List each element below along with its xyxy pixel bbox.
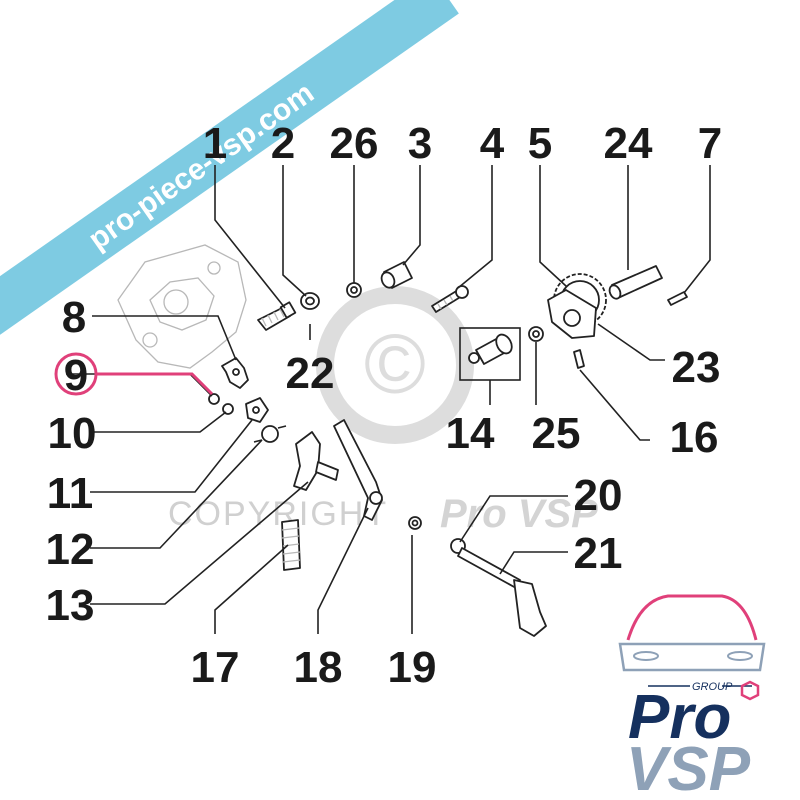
part-13-fork	[293, 431, 339, 491]
label-4: 4	[480, 119, 505, 168]
watermark-brand: Pro VSP	[440, 492, 598, 536]
label-12: 12	[46, 525, 95, 574]
logo-vsp: VSP	[626, 735, 751, 800]
part-19-washer	[408, 516, 422, 530]
logo-headlight-right	[727, 651, 753, 661]
ghost-housing	[117, 244, 247, 369]
part-11-lever	[245, 397, 269, 423]
label-2: 2	[271, 119, 295, 168]
copyright-symbol: ©	[364, 317, 426, 411]
label-25: 25	[532, 409, 581, 458]
highlight-marker-9	[54, 352, 214, 396]
part-25-washer	[528, 326, 544, 342]
part-1-stud	[257, 301, 297, 331]
part-18-arm	[333, 419, 383, 521]
part-3-sleeve	[380, 261, 413, 289]
part-17-spring	[281, 519, 301, 571]
part-20-21-selector	[450, 538, 547, 637]
logo-headlight-left	[633, 651, 659, 661]
logo-car-body	[618, 642, 766, 672]
label-22: 22	[286, 349, 335, 398]
copyright-text: COPYRIGHT	[168, 495, 388, 533]
part-7-pin	[667, 291, 688, 306]
label-5: 5	[528, 119, 552, 168]
label-13: 13	[46, 581, 95, 630]
provsp-logo: GROUP Pro VSP	[618, 594, 766, 800]
part-24-shaft	[608, 265, 663, 300]
part-26-nut	[346, 282, 362, 298]
label-9: 9	[64, 351, 88, 400]
logo-hex-icon	[740, 680, 760, 701]
label-8: 8	[62, 293, 86, 342]
label-1: 1	[203, 119, 227, 168]
label-20: 20	[574, 471, 623, 520]
part-2-bushing	[300, 292, 320, 310]
label-24: 24	[604, 119, 653, 168]
label-19: 19	[388, 643, 437, 692]
logo-group: GROUP	[692, 681, 733, 693]
logo-pro: Pro	[628, 683, 731, 752]
part-labels: 1 2 26 3 4 5 24 7 8 9 22 23 10 14 25 16 …	[46, 119, 723, 692]
label-23: 23	[672, 343, 721, 392]
part-4-screw	[431, 285, 469, 313]
label-10: 10	[48, 409, 97, 458]
label-17: 17	[191, 643, 240, 692]
logo-car-roof	[626, 594, 758, 641]
label-21: 21	[574, 529, 623, 578]
label-26: 26	[330, 119, 379, 168]
part-5-gear	[547, 273, 607, 339]
label-11: 11	[47, 469, 94, 518]
part-16-pin	[573, 349, 585, 369]
label-16: 16	[670, 413, 719, 462]
label-18: 18	[294, 643, 343, 692]
part-8-lever	[221, 357, 249, 389]
part-12-spring	[253, 425, 287, 443]
label-7: 7	[698, 119, 722, 168]
part-14-box	[459, 327, 521, 381]
label-14: 14	[446, 409, 495, 458]
label-3: 3	[408, 119, 432, 168]
part-9-ring	[208, 393, 220, 405]
